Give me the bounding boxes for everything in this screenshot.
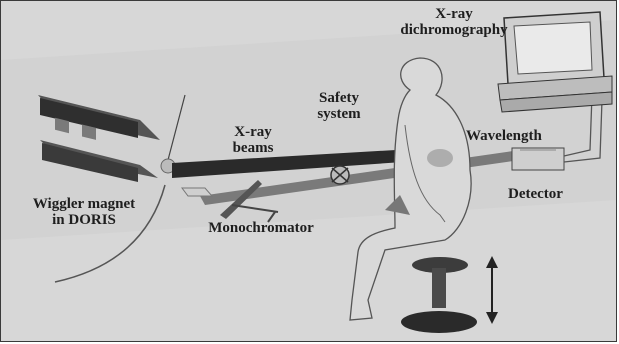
label-wiggler-magnet: Wiggler magnet in DORIS [14, 196, 154, 228]
label-detector: Detector [508, 186, 588, 202]
detector [512, 148, 564, 170]
label-wavelength: Wavelength [466, 128, 562, 144]
computer-workstation [498, 12, 612, 112]
label-safety-system: Safety system [304, 90, 374, 122]
safety-shutter [331, 166, 349, 184]
label-xray-dichromography: X-ray dichromography [394, 6, 514, 38]
label-monochromator: Monochromator [196, 220, 326, 236]
label-xray-beams: X-ray beams [218, 124, 288, 156]
